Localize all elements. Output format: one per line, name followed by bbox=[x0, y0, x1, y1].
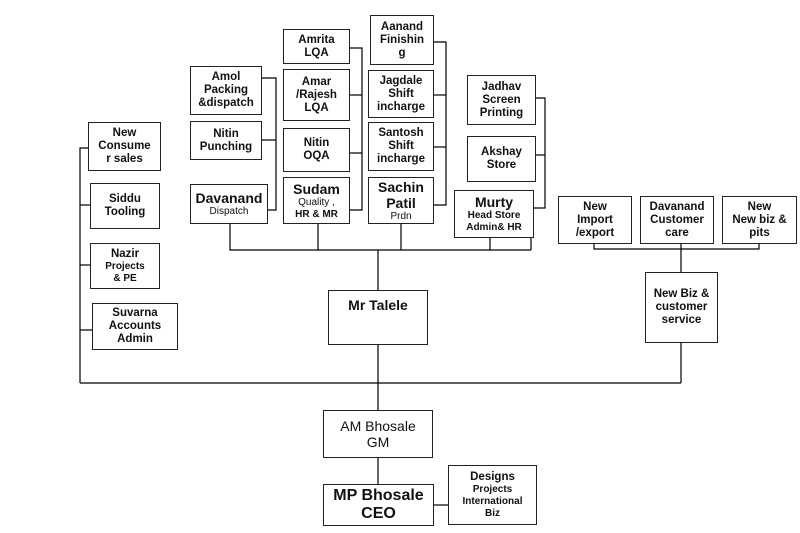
box-new-biz-pits: New New biz & pits bbox=[722, 196, 797, 244]
box-jadhav: Jadhav Screen Printing bbox=[467, 75, 536, 125]
box-davanand-customer-care: Davanand Customer care bbox=[640, 196, 714, 244]
box-nazir: Nazir Projects & PE bbox=[90, 243, 160, 289]
box-nitin-punching: Nitin Punching bbox=[190, 121, 262, 160]
box-suvarna-line-1: Suvarna bbox=[112, 307, 158, 319]
box-davanand-customer-line-3: care bbox=[665, 226, 689, 239]
box-jagdale-line-2: Shift bbox=[388, 87, 414, 100]
box-new-import-line-3: /export bbox=[575, 226, 615, 239]
box-sudam-line-3: HR & MR bbox=[295, 208, 338, 220]
box-designs-line-4: Biz bbox=[485, 507, 500, 519]
box-newbiz-cs-line-1: New Biz & bbox=[653, 288, 710, 300]
box-mr-talele: Mr Talele bbox=[328, 290, 428, 345]
box-am-bhosale: AM Bhosale GM bbox=[323, 410, 433, 458]
box-newbiz-cs-line-3: service bbox=[661, 314, 702, 326]
box-new-consumer-line-2: Consume bbox=[98, 140, 151, 152]
box-suvarna: Suvarna Accounts Admin bbox=[92, 303, 178, 350]
box-jagdale-line-1: Jagdale bbox=[379, 74, 423, 87]
box-murty: Murty Head Store Admin& HR bbox=[454, 190, 534, 238]
box-nitin-oqa-line-1: Nitin bbox=[303, 137, 330, 149]
box-sachin-line-1: Sachin bbox=[378, 178, 424, 195]
box-amol: Amol Packing &dispatch bbox=[190, 66, 262, 115]
box-new-import-export: New Import /export bbox=[558, 196, 632, 244]
box-new-biz-customer-service: New Biz & customer service bbox=[645, 272, 718, 343]
box-santosh-line-1: Santosh bbox=[378, 127, 424, 139]
box-new-import-line-2: Import bbox=[577, 213, 613, 226]
box-santosh-line-3: incharge bbox=[377, 153, 425, 165]
box-santosh-line-2: Shift bbox=[388, 140, 414, 152]
box-nazir-line-1: Nazir bbox=[110, 247, 140, 260]
box-aanand-line-3: g bbox=[398, 46, 406, 59]
box-amrita: Amrita LQA bbox=[283, 29, 350, 64]
box-amol-line-1: Amol bbox=[211, 71, 241, 83]
box-new-newbiz-line-2: New biz & bbox=[732, 213, 787, 226]
box-new-consumer-line-3: r sales bbox=[106, 153, 143, 165]
box-designs-line-1: Designs bbox=[470, 470, 515, 483]
box-mr-talele-name: Mr Talele bbox=[348, 297, 408, 313]
box-davanand-dispatch: Davanand Dispatch bbox=[190, 184, 268, 224]
box-amar-line-2: /Rajesh bbox=[296, 88, 337, 101]
box-jadhav-line-2: Screen bbox=[482, 93, 521, 106]
box-sudam-line-2: Quality , bbox=[298, 196, 335, 208]
box-siddu: Siddu Tooling bbox=[90, 183, 160, 229]
box-new-newbiz-line-3: pits bbox=[749, 226, 770, 239]
box-am-bhosale-name: AM Bhosale bbox=[340, 418, 416, 434]
box-santosh: Santosh Shift incharge bbox=[368, 122, 434, 171]
box-suvarna-line-2: Accounts bbox=[108, 320, 162, 332]
box-amar: Amar /Rajesh LQA bbox=[283, 69, 350, 121]
box-mp-bhosale: MP Bhosale CEO bbox=[323, 484, 434, 526]
box-jadhav-line-1: Jadhav bbox=[481, 80, 522, 93]
box-davanand-dispatch-line-2: Dispatch bbox=[209, 206, 249, 217]
box-jagdale-line-3: incharge bbox=[377, 100, 425, 113]
box-aanand: Aanand Finishin g bbox=[370, 15, 434, 65]
box-new-consumer-sales: New Consume r sales bbox=[88, 122, 161, 171]
box-davanand-dispatch-line-1: Davanand bbox=[195, 190, 263, 206]
box-amrita-name: Amrita bbox=[298, 33, 335, 46]
box-nitin-oqa-line-2: OQA bbox=[303, 150, 330, 162]
box-sudam: Sudam Quality , HR & MR bbox=[283, 177, 350, 224]
box-designs-line-2: Projects bbox=[472, 483, 513, 495]
box-am-bhosale-role: GM bbox=[366, 434, 390, 450]
box-nazir-line-2: Projects bbox=[105, 260, 145, 272]
box-amol-line-3: &dispatch bbox=[198, 97, 254, 109]
box-akshay-line-1: Akshay bbox=[481, 146, 522, 158]
box-amar-line-3: LQA bbox=[304, 101, 329, 114]
box-designs: Designs Projects International Biz bbox=[448, 465, 537, 525]
box-sudam-line-1: Sudam bbox=[293, 180, 340, 197]
box-aanand-line-2: Finishin bbox=[379, 33, 425, 46]
box-amol-line-2: Packing bbox=[203, 84, 249, 96]
box-new-import-line-1: New bbox=[583, 200, 607, 213]
box-sachin-line-2: Patil bbox=[386, 194, 416, 211]
box-akshay: Akshay Store bbox=[467, 136, 536, 182]
box-sachin: Sachin Patil Prdn bbox=[368, 177, 434, 224]
box-new-newbiz-line-1: New bbox=[747, 200, 772, 213]
box-mp-bhosale-role: CEO bbox=[361, 505, 396, 522]
box-amrita-role: LQA bbox=[304, 46, 329, 59]
box-sachin-line-3: Prdn bbox=[390, 210, 412, 222]
box-designs-line-3: International bbox=[462, 495, 523, 507]
box-murty-line-1: Murty bbox=[474, 194, 514, 210]
box-davanand-customer-line-1: Davanand bbox=[649, 200, 705, 213]
box-davanand-customer-line-2: Customer bbox=[650, 213, 704, 226]
box-jagdale: Jagdale Shift incharge bbox=[368, 70, 434, 118]
box-murty-line-3: Admin& HR bbox=[466, 222, 522, 233]
box-amar-line-1: Amar bbox=[301, 75, 332, 88]
box-jadhav-line-3: Printing bbox=[479, 106, 524, 119]
box-murty-line-2: Head Store bbox=[467, 210, 521, 221]
box-akshay-line-2: Store bbox=[486, 159, 517, 171]
box-nazir-line-3: & PE bbox=[113, 272, 137, 284]
box-nitin-oqa: Nitin OQA bbox=[283, 128, 350, 172]
box-aanand-line-1: Aanand bbox=[380, 20, 424, 33]
box-newbiz-cs-line-2: customer bbox=[655, 301, 708, 313]
box-siddu-line-1: Siddu bbox=[109, 193, 141, 205]
box-mp-bhosale-name: MP Bhosale bbox=[333, 487, 424, 504]
box-nitin-punching-line-1: Nitin bbox=[213, 127, 239, 140]
box-siddu-line-2: Tooling bbox=[104, 206, 146, 218]
box-nitin-punching-line-2: Punching bbox=[199, 140, 253, 153]
box-suvarna-line-3: Admin bbox=[117, 333, 153, 345]
box-new-consumer-line-1: New bbox=[112, 127, 137, 139]
